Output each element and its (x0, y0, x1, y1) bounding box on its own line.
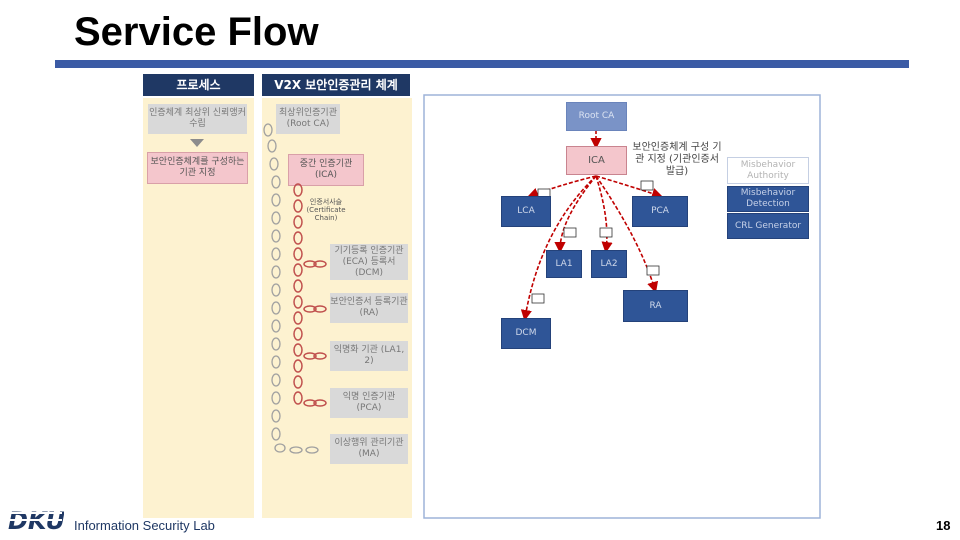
footer-lab-name: Information Security Lab (74, 518, 215, 533)
title-rule (55, 60, 909, 68)
side-misbehavior-authority: Misbehavior Authority (727, 157, 809, 184)
dku-logo-icon: DKU (6, 507, 64, 535)
side-crl-generator: CRL Generator (727, 213, 809, 239)
process-header: 프로세스 (143, 74, 254, 96)
side-misbehavior-detection: Misbehavior Detection (727, 186, 809, 212)
node-pca: PCA (632, 196, 688, 227)
node-ica: ICA (566, 146, 627, 175)
la-authority-box: 익명화 기관 (LA1, 2) (330, 341, 408, 371)
issuance-arrows (520, 175, 664, 322)
slide-title: Service Flow (74, 10, 319, 54)
node-dcm: DCM (501, 318, 551, 349)
process-down-arrow (190, 139, 204, 147)
ra-authority-box: 보안인증서 등록기관 (RA) (330, 293, 408, 323)
chain-gray (263, 123, 319, 454)
v2x-header: V2X 보안인증관리 체계 (262, 74, 410, 96)
node-la2: LA2 (591, 250, 627, 278)
chain-red (293, 183, 327, 407)
eca-dcm-box: 기기등록 인증기관 (ECA) 등록서(DCM) (330, 244, 408, 280)
ma-authority-box: 이상행위 관리기관 (MA) (330, 434, 408, 464)
process-step-trust-anchor: 인증체계 최상위 신뢰앵커 수립 (148, 104, 247, 134)
node-la1: LA1 (546, 250, 582, 278)
designation-annotation: 보안인증체계 구성 기관 지정 (기관인증서 발급) (632, 142, 722, 177)
process-step-designate-orgs: 보안인증체계를 구성하는 기관 지정 (147, 152, 248, 184)
pca-authority-box: 익명 인증기관 (PCA) (330, 388, 408, 418)
node-root-ca: Root CA (566, 102, 627, 131)
node-lca: LCA (501, 196, 551, 227)
certificate-icons (531, 180, 660, 304)
node-ra: RA (623, 290, 688, 322)
root-ca-box: 최상위인증기관 (Root CA) (276, 104, 340, 134)
ica-box: 중간 인증기관 (ICA) (288, 154, 364, 186)
page-number: 18 (936, 518, 951, 533)
certificate-chain-label: 인증서사슬 (Certificate Chain) (306, 198, 346, 222)
